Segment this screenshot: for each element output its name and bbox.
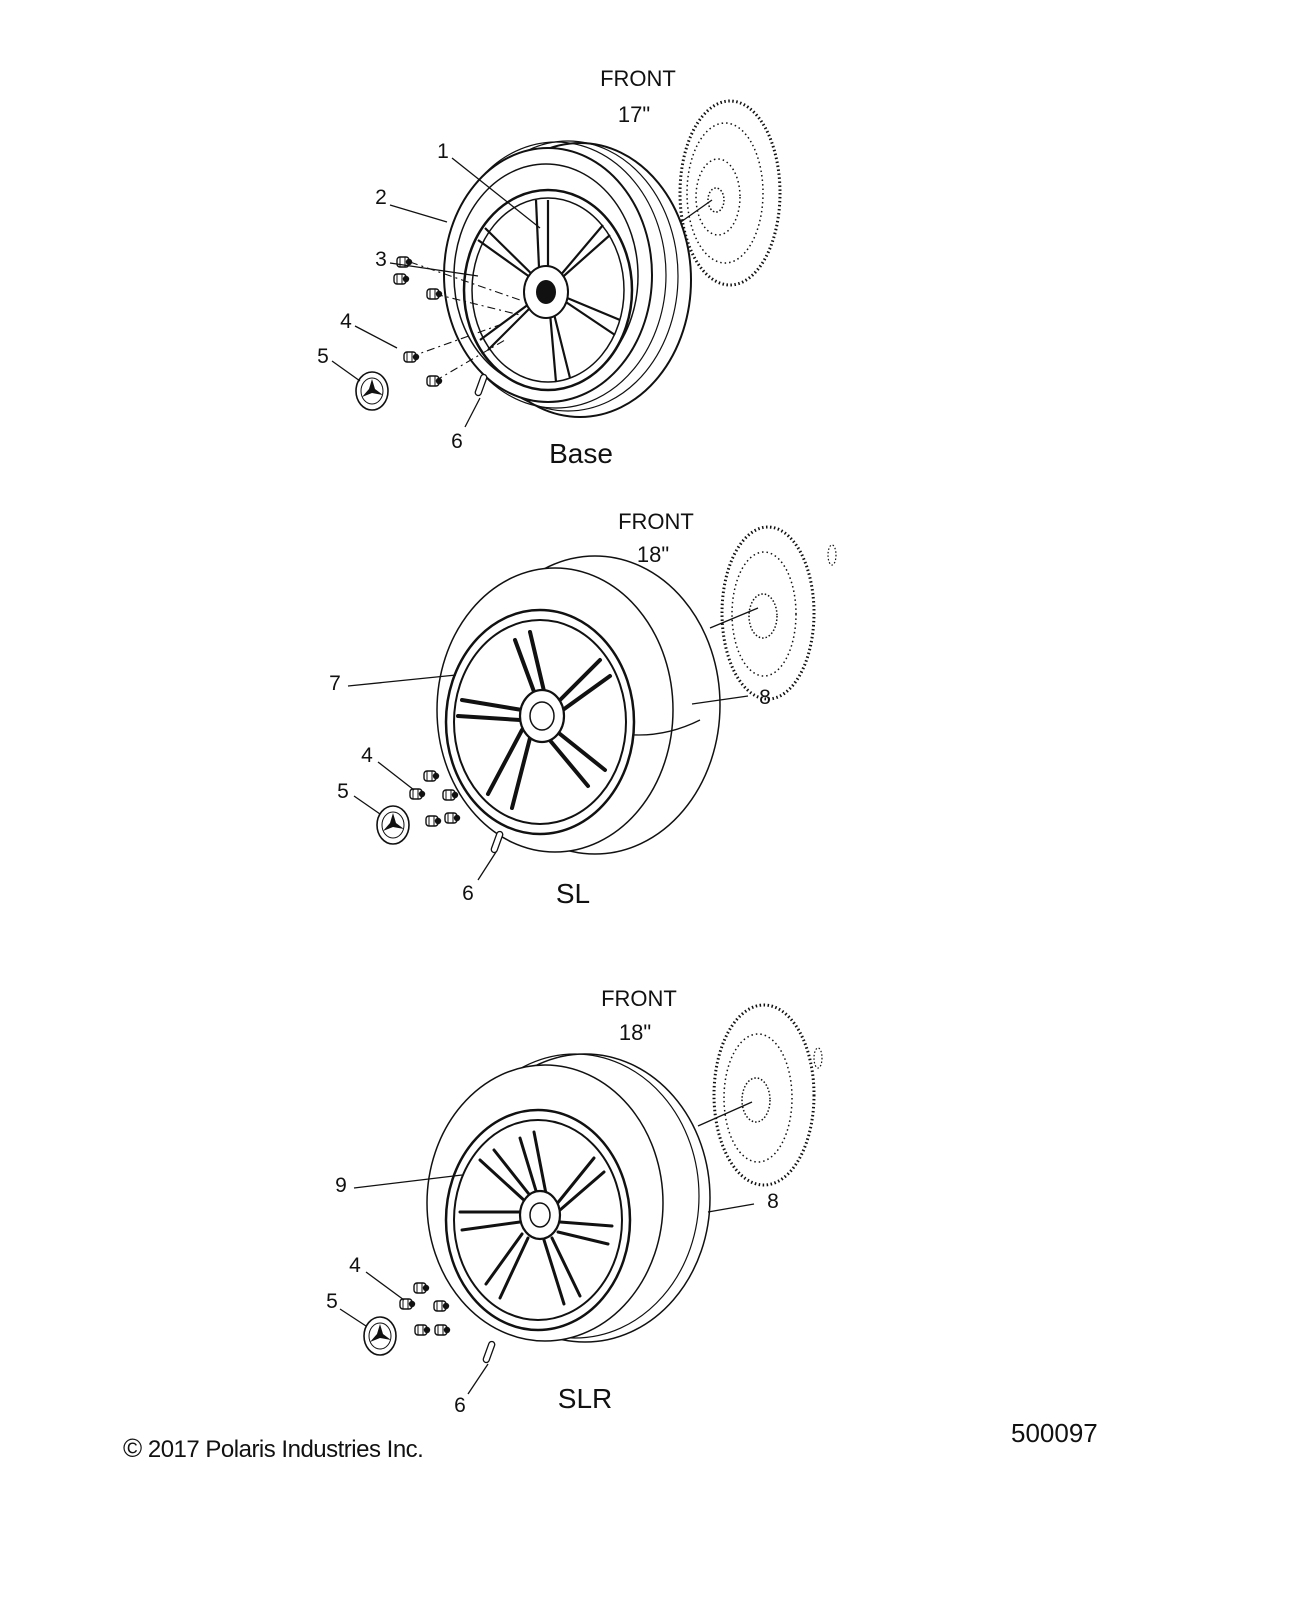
rim	[454, 1120, 622, 1320]
brake-disc	[680, 101, 780, 285]
brake-disc	[714, 1005, 814, 1185]
leader-5	[340, 1309, 366, 1326]
leader-5	[354, 796, 380, 814]
callout-6: 6	[454, 1394, 466, 1417]
section-header-front: FRONT	[618, 509, 694, 534]
leader-7	[348, 675, 456, 686]
callout-3: 3	[375, 248, 387, 271]
section-size-label: 17"	[617, 102, 651, 127]
wheel-assembly-base	[332, 101, 780, 427]
section-title: Base	[549, 438, 613, 469]
section-title: SLR	[557, 1383, 613, 1414]
wheel-assembly-slr	[340, 1005, 822, 1394]
callout-7: 7	[329, 672, 341, 695]
copyright-text: 2017 Polaris Industries Inc.	[147, 1436, 424, 1463]
callout-9: 9	[335, 1174, 347, 1197]
leader-9	[354, 1175, 462, 1188]
leader-4	[355, 326, 397, 348]
leader-6	[468, 1364, 488, 1394]
section-header-front: FRONT	[600, 66, 676, 91]
section-size-label: 18"	[618, 1020, 652, 1045]
rim	[454, 620, 626, 824]
callout-4: 4	[349, 1254, 361, 1277]
section-size-label: 18"	[636, 542, 670, 567]
leader-2	[390, 205, 447, 222]
callout-8: 8	[759, 686, 771, 709]
callout-8: 8	[767, 1190, 779, 1213]
callout-2: 2	[375, 186, 387, 209]
callout-5: 5	[326, 1290, 338, 1313]
leader-8	[692, 696, 748, 704]
brake-disc	[722, 527, 814, 699]
leader-8	[708, 1204, 754, 1212]
part-number: 500097	[1011, 1418, 1098, 1448]
callout-6: 6	[462, 882, 474, 905]
leader-6	[478, 852, 496, 880]
leader-3	[390, 263, 478, 276]
section-title: SL	[555, 878, 591, 909]
callout-5: 5	[337, 780, 349, 803]
callout-6: 6	[451, 430, 463, 453]
callout-4: 4	[361, 744, 373, 767]
leader-4	[366, 1272, 404, 1300]
leader-4	[378, 762, 414, 790]
wheel-assembly-sl	[348, 527, 836, 880]
section-header-front: FRONT	[601, 986, 677, 1011]
callout-1: 1	[437, 140, 449, 163]
copyright-symbol: ©	[123, 1433, 142, 1463]
leader-5	[332, 361, 360, 381]
callout-5: 5	[317, 345, 329, 368]
copyright-notice: © 2017 Polaris Industries Inc.	[123, 1433, 424, 1464]
leader-1	[452, 158, 540, 228]
callout-4: 4	[340, 310, 352, 333]
leader-6	[465, 398, 480, 427]
